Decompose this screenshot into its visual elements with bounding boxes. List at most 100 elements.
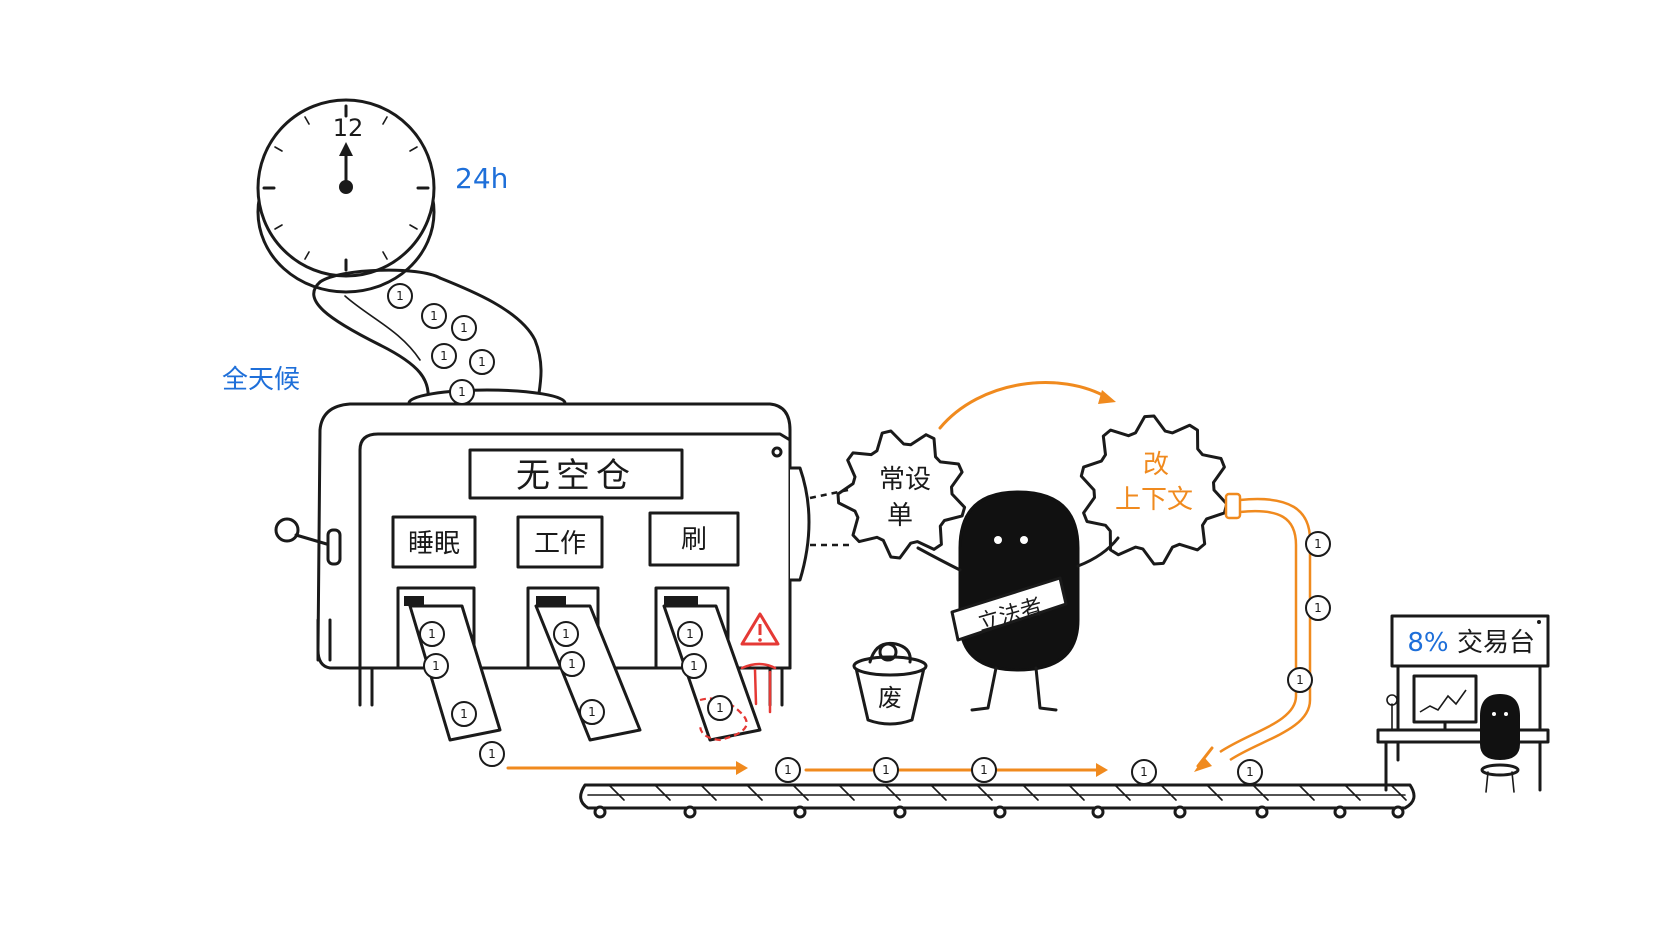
trading-desk: 8% 交易台 (1376, 614, 1550, 793)
coin: 1 (451, 701, 477, 727)
label-all-weather: 全天候 (222, 365, 300, 395)
coin-value: 1 (1296, 673, 1304, 687)
coin-value: 1 (882, 763, 890, 777)
coin-value: 1 (430, 309, 438, 323)
coin: 1 (387, 283, 413, 309)
clock-hand-arrow (339, 142, 353, 156)
coin: 1 (431, 343, 457, 369)
coin-value: 1 (588, 705, 596, 719)
coin-value: 1 (1314, 537, 1322, 551)
belt-hatching (609, 785, 1407, 801)
belt-roller (1391, 805, 1405, 819)
coin-value: 1 (690, 659, 698, 673)
svg-text:工作: 工作 (534, 529, 586, 559)
coin-value: 1 (980, 763, 988, 777)
coin-ring (387, 283, 413, 309)
orange-hose (1194, 492, 1312, 772)
belt-hatch-line (655, 785, 671, 801)
slot-label-sleep: 睡眠 (391, 515, 477, 569)
coin: 1 (1131, 759, 1157, 785)
belt-hatch-line (793, 785, 809, 801)
coin-value: 1 (460, 707, 468, 721)
coin-ring (553, 621, 579, 647)
coin-ring (1305, 595, 1331, 621)
coin-value: 1 (440, 349, 448, 363)
coin-ring (1237, 759, 1263, 785)
belt-hatch-line (931, 785, 947, 801)
crank-lever[interactable] (274, 517, 342, 566)
coin-value: 1 (460, 321, 468, 335)
coin: 1 (451, 315, 477, 341)
belt-hatch-line (701, 785, 717, 801)
coin-ring (479, 741, 505, 767)
clock-center (339, 180, 353, 194)
belt-hatch-line (1023, 785, 1039, 801)
clock-number-12: 12 (333, 114, 364, 142)
coin-ring (1305, 531, 1331, 557)
coin-ring (579, 699, 605, 725)
belt-hatch-line (1069, 785, 1085, 801)
belt-roller (1091, 805, 1105, 819)
coin: 1 (449, 379, 475, 405)
belt-roller (893, 805, 907, 819)
belt-roller (1255, 805, 1269, 819)
gear-right-label: 改 上下文 (1115, 450, 1193, 515)
slot-label-work: 工作 (516, 515, 604, 569)
svg-text:常设: 常设 (879, 465, 931, 495)
svg-text:上下文: 上下文 (1115, 485, 1193, 515)
coin-value: 1 (428, 627, 436, 641)
coin-ring (431, 343, 457, 369)
coin: 1 (419, 621, 445, 647)
belt-roller (1173, 805, 1187, 819)
coin: 1 (579, 699, 605, 725)
coin-ring (1287, 667, 1313, 693)
coin: 1 (775, 757, 801, 783)
coin-ring (451, 701, 477, 727)
coin-ring (419, 621, 445, 647)
gear-change-context (1079, 414, 1229, 566)
coin: 1 (681, 653, 707, 679)
trash-label: 废 (878, 684, 902, 712)
coin-value: 1 (432, 659, 440, 673)
belt-hatch-line (1207, 785, 1223, 801)
belt-hatch-line (1115, 785, 1131, 801)
coin-ring (677, 621, 703, 647)
legislator-sash (950, 576, 1068, 642)
clock: 12 (256, 98, 436, 294)
machine-side-knob (790, 466, 811, 582)
belt-rollers (593, 805, 1405, 819)
svg-text:刷: 刷 (681, 525, 707, 555)
coin-ring (421, 303, 447, 329)
coin: 1 (553, 621, 579, 647)
gear-left-label: 常设 单 (879, 465, 931, 531)
coin-value: 1 (562, 627, 570, 641)
coin-ring (449, 379, 475, 405)
belt-hatch-line (747, 785, 763, 801)
coin: 1 (559, 651, 585, 677)
coin-ring (971, 757, 997, 783)
coin-value: 1 (478, 355, 486, 369)
coin-value: 1 (716, 701, 724, 715)
svg-text:单: 单 (887, 501, 913, 531)
gear-body (1079, 414, 1229, 566)
coin-value: 1 (784, 763, 792, 777)
trading-pct: 8% (1407, 628, 1448, 658)
belt-hatch-line (839, 785, 855, 801)
coin: 1 (971, 757, 997, 783)
svg-text:睡眠: 睡眠 (408, 529, 460, 559)
coin-value: 1 (488, 747, 496, 761)
coin: 1 (1237, 759, 1263, 785)
coin: 1 (1305, 531, 1331, 557)
coin-value: 1 (396, 289, 404, 303)
coin: 1 (873, 757, 899, 783)
trading-desk-sign (1390, 614, 1550, 668)
coin-value: 1 (458, 385, 466, 399)
coin: 1 (469, 349, 495, 375)
coin-value: 1 (1314, 601, 1322, 615)
belt-hatch-line (1345, 785, 1361, 801)
conveyor-belt (579, 783, 1416, 819)
belt-roller (793, 805, 807, 819)
coin-value: 1 (1140, 765, 1148, 779)
